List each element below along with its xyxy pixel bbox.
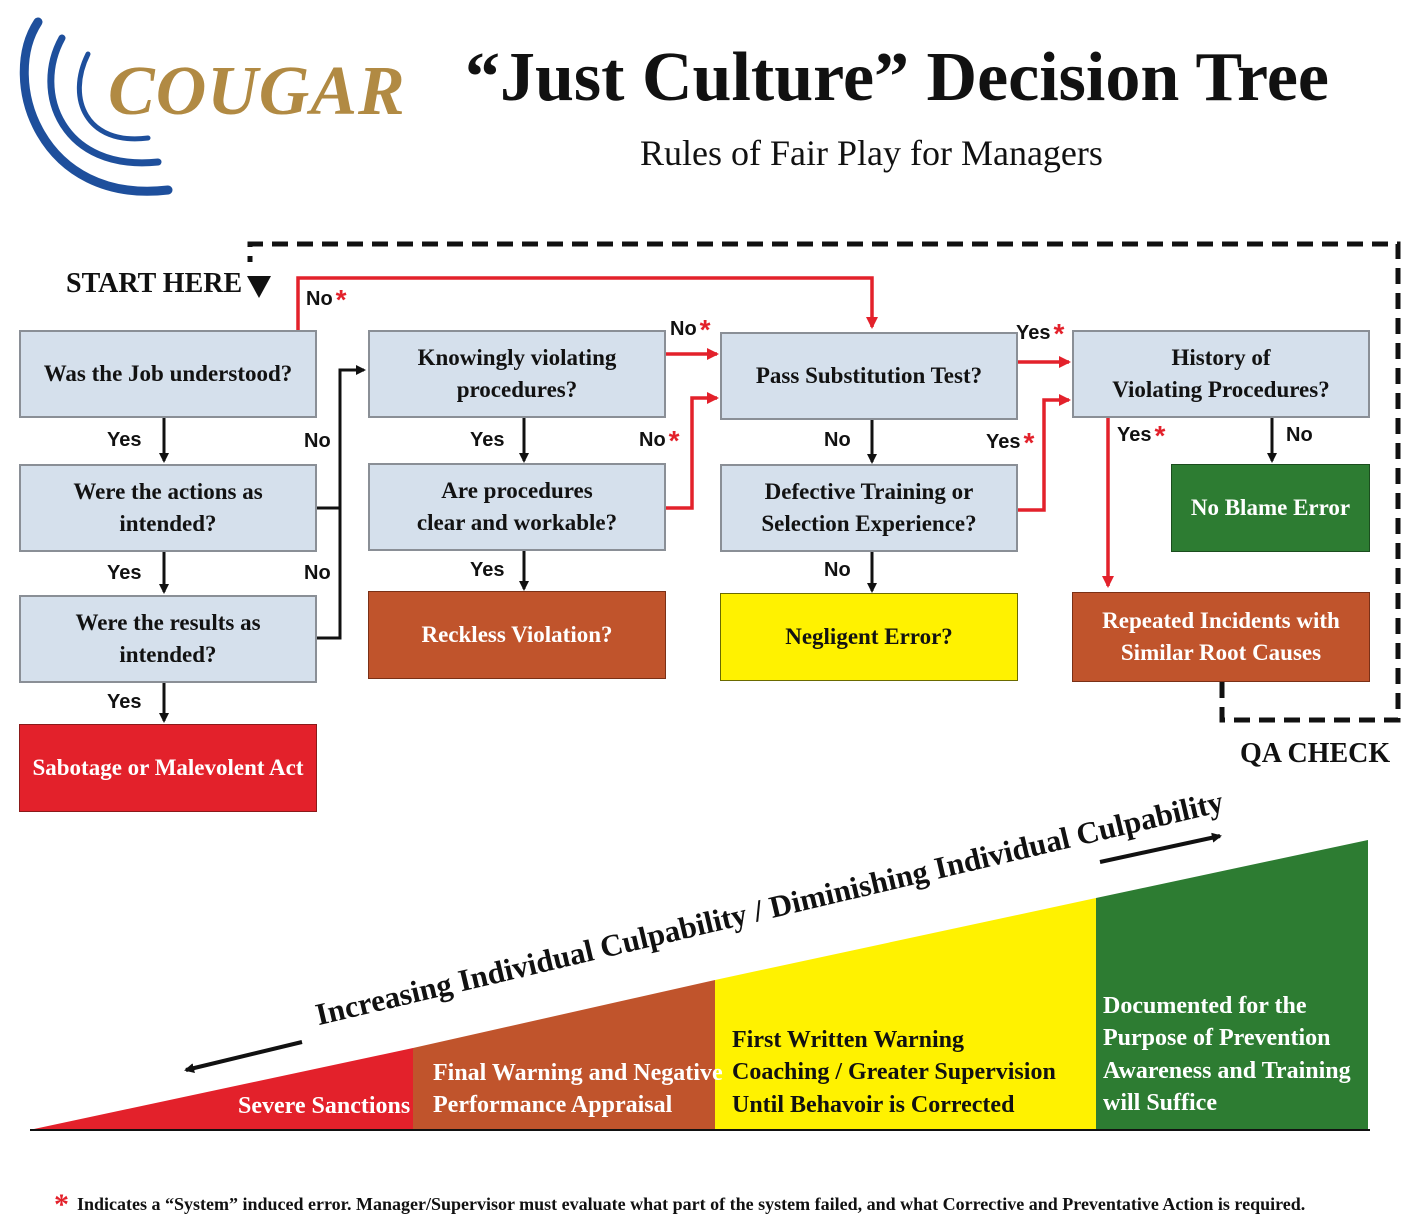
edge-label-results-yes: Yes bbox=[107, 691, 142, 713]
wedge-label-final-warning: Final Warning and Negative Performance A… bbox=[433, 1060, 723, 1119]
edge-label-knowing-yes: Yes bbox=[470, 429, 505, 451]
edge-label-actions-no: No bbox=[304, 430, 331, 452]
node-history-violating: History of Violating Procedures? bbox=[1072, 330, 1370, 418]
page-title: “Just Culture” Decision Tree bbox=[465, 39, 1329, 116]
node-repeated-incidents: Repeated Incidents with Similar Root Cau… bbox=[1072, 592, 1370, 682]
arrow-job-no-to-substitution bbox=[296, 276, 878, 330]
system-error-mark-icon: * bbox=[699, 314, 711, 345]
wedge-label-first-warning: First Written Warning Coaching / Greater… bbox=[732, 1027, 1056, 1118]
edge-label-substitution-no: No bbox=[824, 429, 851, 451]
footnote: *Indicates a “System” induced error. Man… bbox=[54, 1188, 1306, 1221]
edge-label-training-yes: Yes* bbox=[986, 427, 1035, 458]
wedge-first bbox=[715, 898, 1096, 1129]
arrow-training-yes-to-history bbox=[1018, 394, 1071, 512]
cougar-logo-text: COUGAR bbox=[108, 53, 406, 130]
node-negligent-error: Negligent Error? bbox=[720, 593, 1018, 681]
edge-label-job-yes: Yes bbox=[107, 429, 142, 451]
connector-results-no bbox=[316, 508, 342, 640]
edge-label-results-no: No bbox=[304, 562, 331, 584]
start-triangle-icon bbox=[247, 276, 271, 298]
node-job-understood: Was the Job understood? bbox=[19, 330, 317, 418]
wedge-label-severe: Severe Sanctions bbox=[238, 1093, 411, 1119]
arrow-diminishing-culpability bbox=[1099, 832, 1222, 864]
edge-label-job-no: No* bbox=[306, 284, 347, 315]
system-error-mark-icon: * bbox=[1053, 318, 1065, 349]
arrow-increasing-culpability bbox=[184, 1040, 303, 1073]
edge-label-history-no: No bbox=[1286, 424, 1313, 446]
system-error-mark-icon: * bbox=[335, 284, 347, 315]
node-no-blame-error: No Blame Error bbox=[1171, 464, 1370, 552]
node-knowingly-violating: Knowingly violating procedures? bbox=[368, 330, 666, 418]
system-error-mark-icon: * bbox=[1154, 420, 1166, 451]
culpability-wedge bbox=[30, 840, 1370, 1131]
node-substitution-test: Pass Substitution Test? bbox=[720, 332, 1018, 420]
edge-label-substitution-yes: Yes* bbox=[1016, 318, 1065, 349]
edge-label-actions-yes: Yes bbox=[107, 562, 142, 584]
arrow-actions-no bbox=[316, 365, 366, 510]
qa-check-label: QA CHECK bbox=[1240, 738, 1391, 769]
system-error-mark-icon: * bbox=[668, 425, 680, 456]
arrow-clear-no-to-substitution bbox=[666, 392, 719, 510]
node-procedures-clear: Are procedures clear and workable? bbox=[368, 463, 666, 551]
system-error-mark-icon: * bbox=[54, 1188, 69, 1221]
node-actions-intended: Were the actions as intended? bbox=[19, 464, 317, 552]
wedge-documented bbox=[1096, 840, 1368, 1129]
node-defective-training: Defective Training or Selection Experien… bbox=[720, 464, 1018, 552]
qa-check-loop bbox=[247, 241, 1401, 723]
edge-label-training-no: No bbox=[824, 559, 851, 581]
node-sabotage: Sabotage or Malevolent Act bbox=[19, 724, 317, 812]
cougar-logo-swoosh-icon bbox=[19, 17, 173, 196]
node-reckless-violation: Reckless Violation? bbox=[368, 591, 666, 679]
wedge-severe bbox=[34, 1048, 413, 1129]
edge-label-clear-no: No* bbox=[639, 425, 680, 456]
edge-label-knowing-no: No* bbox=[670, 314, 711, 345]
edge-label-clear-yes: Yes bbox=[470, 559, 505, 581]
wedge-label-documented: Documented for the Purpose of Prevention… bbox=[1103, 993, 1351, 1117]
start-here-label: START HERE bbox=[66, 268, 243, 299]
edge-label-history-yes: Yes* bbox=[1117, 420, 1166, 451]
system-error-mark-icon: * bbox=[1023, 427, 1035, 458]
page-subtitle: Rules of Fair Play for Managers bbox=[640, 133, 1103, 173]
wedge-final bbox=[413, 980, 715, 1129]
node-results-intended: Were the results as intended? bbox=[19, 595, 317, 683]
